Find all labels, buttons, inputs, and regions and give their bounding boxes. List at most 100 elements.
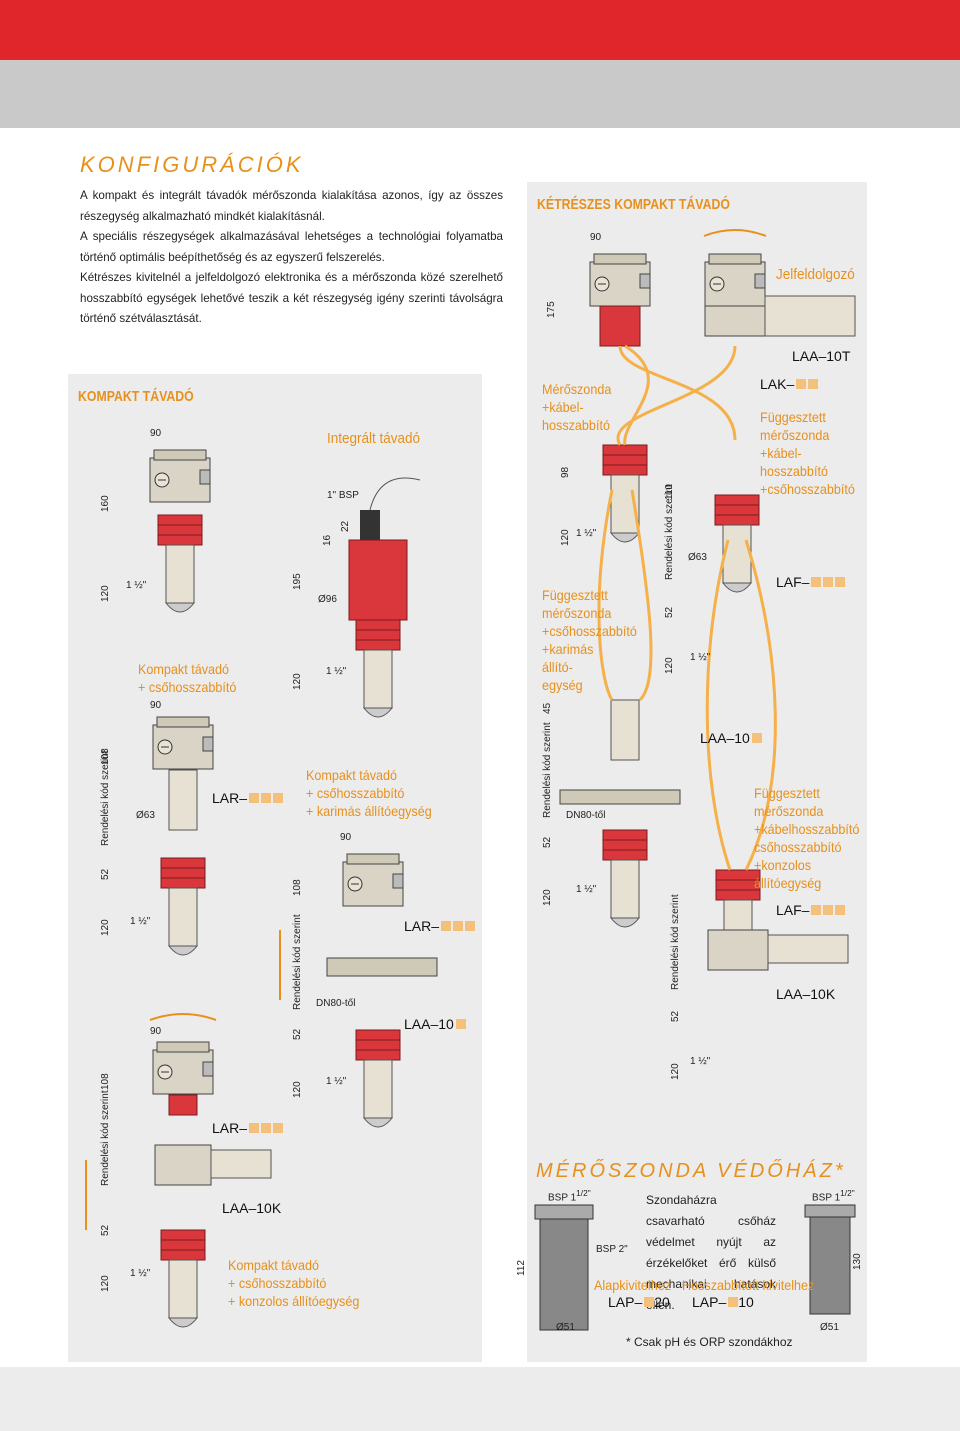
dim-108c: 108 — [100, 1073, 111, 1090]
vedohaz-130: 130 — [852, 1253, 863, 1270]
dim-120e: 120 — [100, 1275, 111, 1292]
ket-dim-t4: 1 ½" — [690, 1056, 711, 1067]
dim-16: 16 — [322, 534, 333, 546]
vedohaz-bsp3: BSP 2" — [596, 1244, 628, 1255]
ket-dim-98: 98 — [560, 466, 571, 478]
fugg2-line3: +csőhosszabbító — [542, 623, 637, 639]
vedohaz-hossz: Hosszabbított kivitelhez — [682, 1277, 815, 1293]
fugg2-line4: +karimás — [542, 641, 594, 657]
ket-dim-45: 45 — [542, 702, 553, 714]
code-laa10: LAA–10 — [404, 1016, 466, 1032]
cap1-line1: Kompakt távadó — [138, 661, 230, 677]
cap3-line1: Kompakt távadó — [228, 1257, 320, 1273]
mero-line1: Mérőszonda — [542, 381, 612, 397]
ket-probe-3 — [602, 829, 648, 928]
code-laa10k: LAA–10K — [222, 1200, 282, 1216]
fugg1-line5: +csőhosszabbító — [760, 481, 855, 497]
kompakt-head-3 — [152, 1041, 214, 1095]
ket-dim-52a: 52 — [664, 606, 675, 618]
mero-line3: hosszabbító — [542, 417, 610, 433]
ket-probe-2 — [714, 494, 760, 593]
fugg3-line2: mérőszonda — [754, 803, 824, 819]
fugg3-line5: +konzolos — [754, 857, 812, 873]
dim-90d: 90 — [340, 832, 352, 843]
ket-dim-120d: 120 — [670, 1063, 681, 1080]
kompakt-panel — [68, 374, 482, 1362]
fugg3-line6: állítóegység — [754, 875, 822, 891]
kompakt-head-1 — [149, 449, 211, 503]
ket-dim-dn80: DN80-től — [566, 810, 606, 821]
fugg2-line6: egység — [542, 677, 583, 693]
integralt-probe — [355, 619, 401, 718]
code-lar-2: LAR– — [404, 918, 476, 934]
dim-160: 160 — [100, 495, 111, 512]
fugg1-line4: hosszabbító — [760, 463, 828, 479]
code-lap20: LAP–20 — [608, 1294, 670, 1310]
ket-dim-t1: 1 ½" — [576, 528, 597, 539]
code-laa10-ket: LAA–10 — [700, 730, 762, 746]
kompakt-caption-2: Kompakt távadó + csőhosszabbító + karimá… — [306, 766, 432, 820]
intro-text: A kompakt és integrált távadók mérőszond… — [80, 186, 503, 330]
kompakt-probe-3 — [160, 1229, 206, 1328]
dim-90a: 90 — [150, 428, 162, 439]
dim-120d: 120 — [292, 1081, 303, 1098]
fugg2-line2: mérőszonda — [542, 605, 612, 621]
dim-22: 22 — [340, 520, 351, 532]
bottom-bar — [0, 1367, 960, 1431]
kompakt-ext-2 — [168, 769, 198, 831]
fugg1-line3: +kábel- — [760, 445, 802, 461]
dim-rend-2: Rendelési kód szerint — [292, 914, 303, 1010]
intro-para-1: A kompakt és integrált távadók mérőszond… — [80, 189, 503, 223]
cap2-line2: + csőhosszabbító — [306, 785, 405, 801]
dim-rend-1: Rendelési kód szerint — [100, 750, 111, 846]
dim-thread-1: 1 ½" — [126, 580, 147, 591]
ket-dim-t3: 1 ½" — [576, 884, 597, 895]
dim-thread-4: 1 ½" — [326, 1076, 347, 1087]
code-laa10k-ket: LAA–10K — [776, 986, 836, 1002]
ket-head-1 — [589, 253, 651, 307]
ket-caption-fugg3: Függesztett mérőszonda +kábelhosszabbító… — [754, 784, 859, 892]
dim-120a: 120 — [100, 585, 111, 602]
vedohaz-o51b: Ø51 — [820, 1322, 839, 1333]
ket-dim-120c: 120 — [542, 889, 553, 906]
ketreszes-panel-wide — [527, 370, 867, 950]
code-laf-1: LAF– — [776, 574, 846, 590]
fugg2-line5: állító- — [542, 659, 573, 675]
ket-caption-fugg2: Függesztett mérőszonda +csőhosszabbító +… — [542, 586, 637, 694]
ket-dim-52c: 52 — [670, 1010, 681, 1022]
dim-90b: 90 — [150, 700, 162, 711]
fugg2-line1: Függesztett — [542, 587, 608, 603]
dim-thread-2: 1 ½" — [130, 916, 151, 927]
dim-108b: 108 — [292, 879, 303, 896]
dim-120c: 120 — [292, 673, 303, 690]
code-lar-1: LAR– — [212, 790, 284, 806]
intro-para-2: A speciális részegységek alkalmazásával … — [80, 230, 503, 264]
vedohaz-112: 112 — [516, 1260, 527, 1276]
ket-dim-175: 175 — [546, 301, 557, 318]
ket-caption-fugg1: Függesztett mérőszonda +kábel- hosszabbí… — [760, 408, 855, 498]
ket-dim-rend2: Rendelési kód szerint — [542, 722, 553, 818]
vedohaz-o51a: Ø51 — [556, 1322, 575, 1333]
jelfeldolgozo-caption: Jelfeldolgozó — [776, 266, 855, 283]
code-laf-2: LAF– — [776, 902, 846, 918]
vedohaz-footnote: * Csak pH és ORP szondákhoz — [626, 1335, 793, 1349]
ket-dim-o63: Ø63 — [688, 552, 707, 563]
ket-head-2 — [704, 253, 766, 307]
ket-ext-1 — [610, 699, 640, 761]
fugg3-line1: Függesztett — [754, 785, 820, 801]
ket-dim-rend3: Rendelési kód szerint — [670, 894, 681, 990]
fugg3-line3: +kábelhosszabbító — [754, 821, 860, 837]
dim-thread-3: 1 ½" — [326, 666, 347, 677]
ket-dim-t2: 1 ½" — [690, 652, 711, 663]
code-lar-3: LAR– — [212, 1120, 284, 1136]
dim-thread-5: 1 ½" — [130, 1268, 151, 1279]
code-lap10: LAP–10 — [692, 1294, 754, 1310]
kompakt-probe-2 — [160, 857, 206, 956]
cap2-line3: + karimás állítóegység — [306, 803, 432, 819]
top-red-bar — [0, 0, 960, 60]
vedohaz-bsp1: BSP 11/2" — [548, 1188, 591, 1204]
kompakt-head-4 — [342, 853, 404, 907]
kompakt-caption-1: Kompakt távadó + csőhosszabbító — [138, 660, 236, 696]
vedohaz-bsp2: BSP 11/2" — [812, 1188, 855, 1204]
